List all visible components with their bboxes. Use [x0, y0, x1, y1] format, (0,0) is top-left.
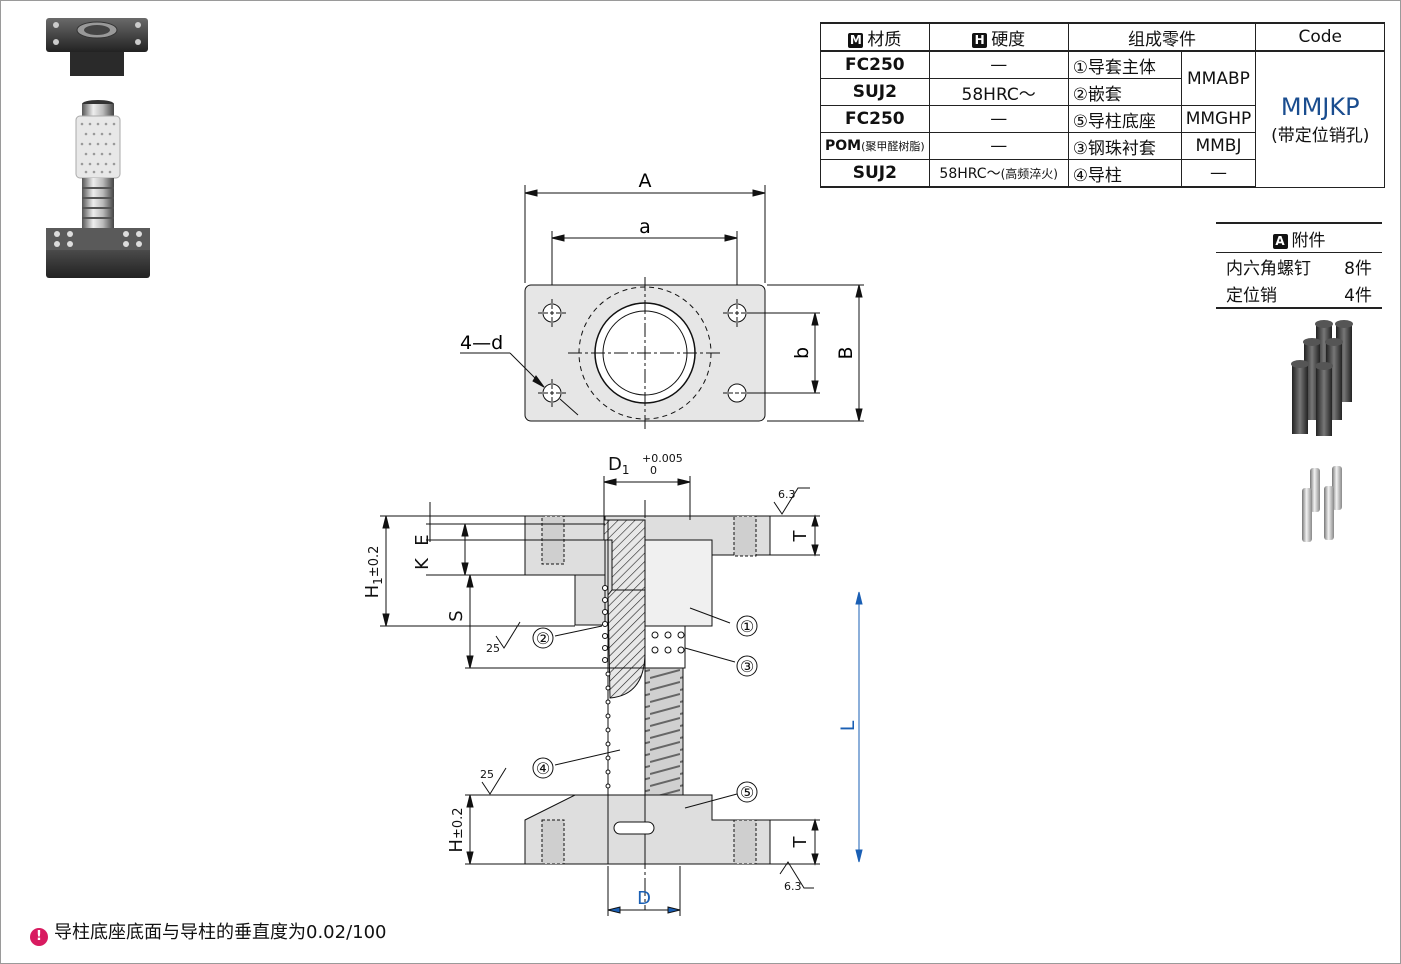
- dim-b: b: [791, 347, 813, 359]
- section-view-drawing: D1 +0.005 0 E K S H1±0.2 H±0.2 T T D 6.3…: [362, 452, 820, 916]
- dim-L-group: L: [837, 591, 863, 863]
- product-code: MMJKP: [1280, 92, 1360, 121]
- code-cell: MMJKP (带定位销孔): [1255, 50, 1386, 188]
- code-header: Code: [1255, 22, 1386, 52]
- part-code: —: [1180, 159, 1257, 188]
- table-row: FC250 — ⑤导柱底座 MMGHP: [820, 105, 1385, 133]
- part-code: MMABP: [1180, 50, 1257, 106]
- roughness-top: 6.3: [778, 488, 796, 501]
- callout-1: ①: [740, 617, 754, 636]
- part-code: MMGHP: [1180, 105, 1257, 133]
- dim-L: L: [837, 720, 859, 731]
- dim-T-bottom: T: [790, 836, 811, 849]
- roughness-base: 25: [480, 768, 494, 781]
- table-row: SUJ2 58HRC～(高频淬火) ④导柱 —: [820, 159, 1385, 188]
- exclamation-icon: !: [30, 928, 48, 946]
- hardness-badge: H: [972, 32, 988, 48]
- roughness-bottom: 6.3: [784, 880, 802, 893]
- perpendicularity-note: !导柱底座底面与导柱的垂直度为0.02/100: [30, 918, 387, 946]
- accessories-badge: A: [1272, 233, 1288, 249]
- dim-K: K: [412, 557, 433, 570]
- dim-B: B: [835, 346, 857, 359]
- dim-H: H±0.2: [446, 807, 467, 852]
- table-row: FC250 — ①导套主体 MMABP MMJKP (带定位销孔): [820, 50, 1386, 188]
- dim-4-d: 4—d: [460, 332, 503, 354]
- material-badge: M: [848, 32, 864, 48]
- table-row: POM(聚甲醛树脂) — ③钢珠衬套 MMBJ: [820, 132, 1385, 160]
- part-code: MMBJ: [1180, 132, 1257, 160]
- callout-3: ③: [740, 657, 754, 676]
- dim-A: A: [639, 170, 652, 192]
- callout-4: ④: [536, 759, 550, 778]
- dim-T-top: T: [790, 530, 811, 543]
- dowel-pin-icon: [1302, 466, 1342, 542]
- dim-S: S: [446, 610, 467, 621]
- parts-header: 组成零件: [1067, 22, 1257, 52]
- top-view-drawing: A a 4—d b B: [460, 170, 864, 429]
- dim-H1: H1±0.2: [362, 546, 385, 599]
- socket-screw-icon: [1291, 320, 1353, 436]
- callout-2: ②: [536, 629, 550, 648]
- dim-D1: D1: [608, 454, 630, 477]
- product-photo: [46, 18, 150, 278]
- roughness-left: 25: [486, 642, 500, 655]
- list-item: 内六角螺钉 8件: [1226, 259, 1372, 279]
- tol-upper: +0.005: [642, 452, 683, 465]
- screws-and-pins-photo: [1291, 320, 1353, 542]
- list-item: 定位销 4件: [1216, 280, 1382, 309]
- dim-D: D: [637, 888, 651, 909]
- dim-a: a: [639, 216, 651, 238]
- product-code-note: (带定位销孔): [1271, 125, 1370, 146]
- tol-lower: 0: [650, 464, 657, 477]
- callout-5: ⑤: [740, 783, 754, 802]
- dim-E: E: [412, 534, 433, 545]
